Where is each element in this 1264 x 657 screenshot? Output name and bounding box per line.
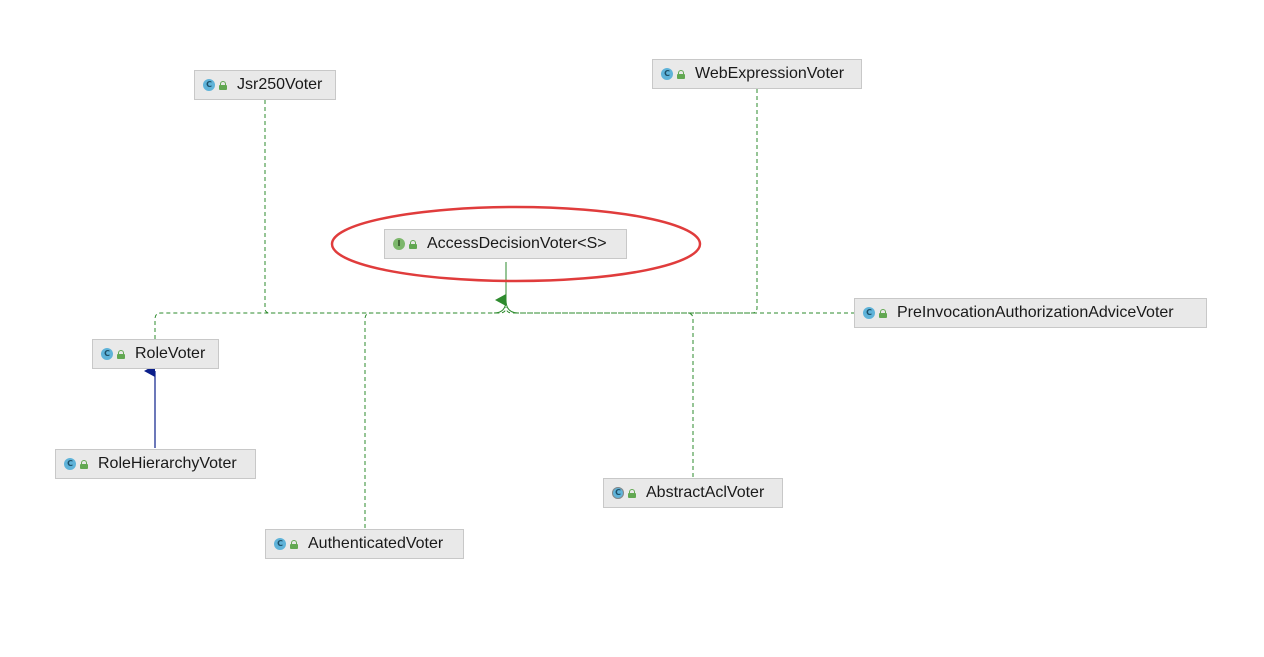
lock-icon: [628, 488, 636, 498]
edge-abstractaclvoter-implements: [686, 312, 694, 477]
edge-webexpressionvoter-implements: [505, 89, 758, 314]
node-rolevoter[interactable]: C RoleVoter: [92, 339, 219, 369]
lock-icon: [409, 239, 417, 249]
node-preinvocationauthorizationadvicevoter[interactable]: C PreInvocationAuthorizationAdviceVoter: [854, 298, 1207, 328]
lock-icon: [290, 539, 298, 549]
class-icon: C: [64, 458, 76, 470]
node-label: WebExpressionVoter: [695, 65, 845, 82]
lock-icon: [879, 308, 887, 318]
lock-icon: [80, 459, 88, 469]
node-webexpressionvoter[interactable]: C WebExpressionVoter: [652, 59, 862, 89]
node-rolehierarchyvoter[interactable]: C RoleHierarchyVoter: [55, 449, 256, 479]
node-label: RoleVoter: [135, 345, 206, 362]
class-icon: C: [661, 68, 673, 80]
node-label: RoleHierarchyVoter: [98, 455, 237, 472]
node-label: AccessDecisionVoter<S>: [427, 235, 607, 252]
node-abstractaclvoter[interactable]: C AbstractAclVoter: [603, 478, 783, 508]
class-icon: C: [203, 79, 215, 91]
interface-icon: I: [393, 238, 405, 250]
node-authenticatedvoter[interactable]: C AuthenticatedVoter: [265, 529, 464, 559]
highlight-ellipse: [330, 205, 702, 283]
node-label: AbstractAclVoter: [646, 484, 765, 501]
abstract-class-icon: C: [612, 487, 624, 499]
node-jsr250voter[interactable]: C Jsr250Voter: [194, 70, 336, 100]
class-icon: C: [274, 538, 286, 550]
node-label: Jsr250Voter: [237, 76, 323, 93]
class-icon: C: [863, 307, 875, 319]
node-label: PreInvocationAuthorizationAdviceVoter: [897, 304, 1174, 321]
class-icon: C: [101, 348, 113, 360]
lock-icon: [677, 69, 685, 79]
node-accessdecisionvoter[interactable]: I AccessDecisionVoter<S>: [384, 229, 627, 259]
edge-rolevoter-implements: [154, 312, 500, 339]
lock-icon: [219, 80, 227, 90]
edge-authenticatedvoter-implements: [364, 312, 372, 528]
lock-icon: [117, 349, 125, 359]
edge-trunk-to-interface: [494, 262, 518, 314]
node-label: AuthenticatedVoter: [308, 535, 444, 552]
